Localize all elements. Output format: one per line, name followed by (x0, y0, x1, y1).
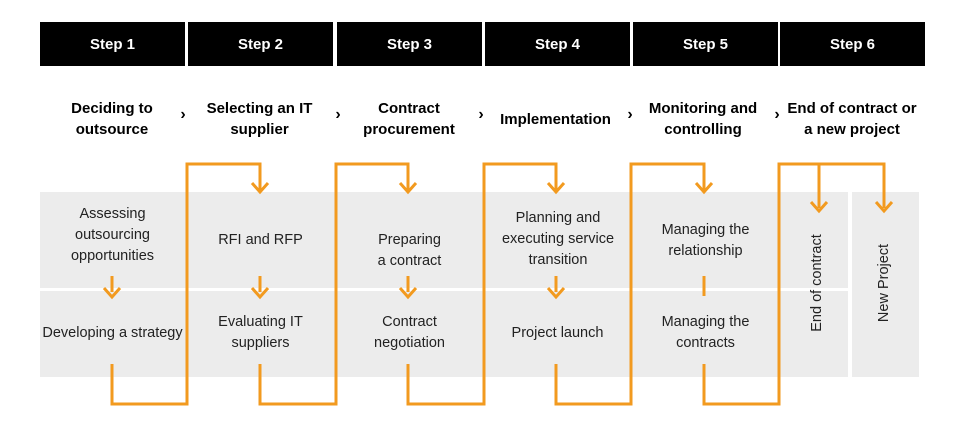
chevron-right-icon: › (180, 106, 186, 123)
phase-title-2: Selecting an IT supplier (206, 100, 313, 138)
step-6-header: Step 6 (780, 22, 925, 66)
phase-title-5: Monitoring and controlling (648, 100, 758, 138)
chevron-right-icon: › (627, 106, 633, 123)
step-2-header: Step 2 (188, 22, 333, 66)
activity-service-transition: Planning and executing service transitio… (501, 209, 615, 268)
phase-title-1: Deciding to outsource (71, 100, 153, 138)
step-4-header: Step 4 (485, 22, 630, 66)
chevron-right-icon: › (774, 106, 780, 123)
activity-developing-strategy: Developing a strategy (42, 324, 183, 341)
chevron-down-icon (250, 182, 270, 195)
activity-new-project: New Project (876, 243, 892, 323)
chevron-down-icon (398, 182, 418, 195)
chevron-down-icon (546, 182, 566, 195)
chevron-right-icon: › (478, 106, 484, 123)
step-3-header: Step 3 (337, 22, 482, 66)
step-5-header: Step 5 (633, 22, 778, 66)
phase-title-3: Contract procurement (363, 100, 455, 138)
activity-assessing-opportunities: Assessing outsourcing opportunities (70, 205, 155, 264)
activity-rfi-rfp: RFI and RFP (218, 231, 303, 248)
step-1-header: Step 1 (40, 22, 185, 66)
chevron-right-icon: › (335, 106, 341, 123)
activity-project-launch: Project launch (511, 324, 604, 341)
activity-preparing-contract: Preparing a contract (377, 232, 442, 269)
activity-end-of-contract: End of contract (809, 234, 825, 332)
phase-title-4: Implementation (500, 110, 611, 128)
phase-title-6: End of contract or a new project (787, 100, 917, 138)
activity-managing-relationship: Managing the relationship (661, 222, 750, 259)
chevron-down-icon (694, 182, 714, 195)
activity-contract-negotiation: Contract negotiation (374, 314, 445, 351)
activity-managing-contracts: Managing the contracts (661, 314, 750, 351)
activity-evaluating-suppliers: Evaluating IT suppliers (218, 314, 303, 351)
